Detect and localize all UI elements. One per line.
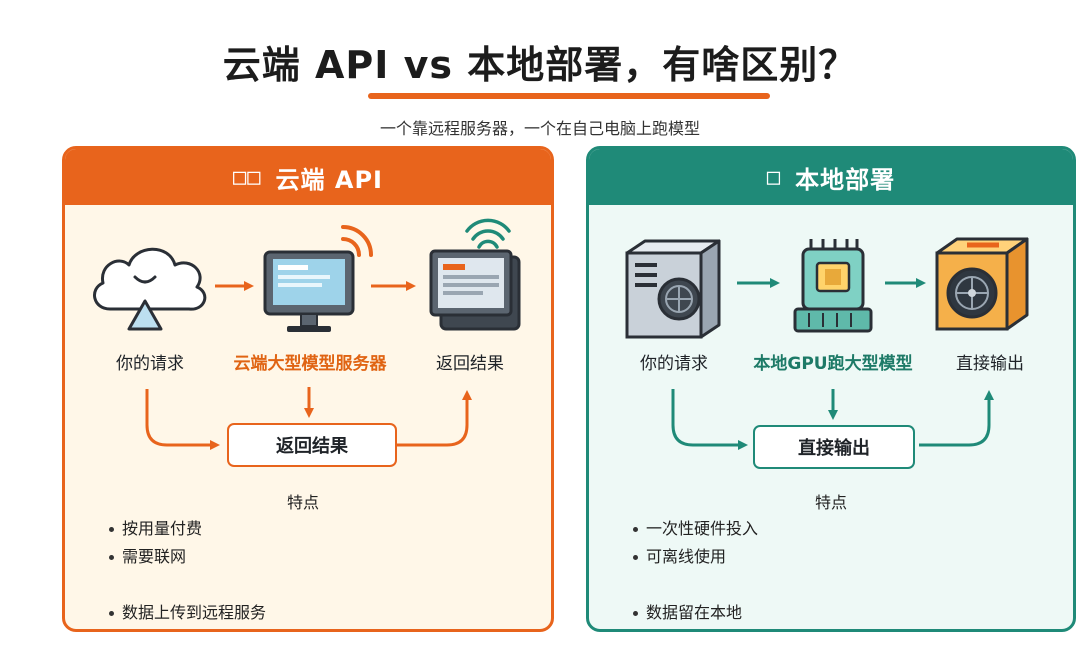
header-glyph: □□ — [233, 164, 262, 190]
node-return-result: 返回结果 — [436, 354, 504, 374]
monitor-server-icon — [263, 225, 373, 332]
title-underline — [368, 93, 770, 99]
result-box: 返回结果 — [227, 423, 397, 467]
local-deploy-panel: □ 本地部署 — [586, 146, 1076, 632]
cloud-api-panel: □□ 云端 API — [62, 146, 554, 632]
flow-arrow — [145, 389, 220, 450]
cloud-icon — [93, 247, 207, 331]
cloud-flow-diagram — [93, 218, 521, 450]
features-title: 特点 — [287, 493, 320, 512]
flow-arrow — [671, 389, 748, 450]
result-box: 直接输出 — [753, 425, 915, 469]
local-panel-title: 本地部署 — [795, 165, 896, 194]
page-subtitle: 一个靠远程服务器，一个在自己电脑上跑模型 — [379, 119, 700, 138]
feature-item: 数据留在本地 — [633, 599, 742, 623]
node-your-request: 你的请求 — [116, 354, 184, 374]
cloud-panel-title: 云端 API — [275, 165, 383, 194]
feature-item: 可离线使用 — [633, 543, 726, 567]
node-cloud-server: 云端大型模型服务器 — [233, 354, 387, 374]
local-panel-header: □ 本地部署 — [589, 149, 1073, 205]
feature-item: 一次性硬件投入 — [633, 515, 758, 539]
flow-arrow — [919, 390, 994, 447]
computer-wifi-icon — [429, 218, 521, 331]
server-tower-icon — [625, 239, 721, 339]
node-your-request: 你的请求 — [640, 354, 708, 374]
node-direct-output: 直接输出 — [956, 354, 1024, 374]
box-fan-icon — [935, 237, 1029, 331]
header-glyph: □ — [766, 164, 782, 190]
feature-item: 数据上传到远程服务 — [109, 599, 266, 623]
feature-item: 按用量付费 — [109, 515, 202, 539]
node-local-gpu: 本地GPU跑大型模型 — [753, 354, 913, 374]
feature-item: 需要联网 — [109, 543, 186, 567]
page-title: 云端 API vs 本地部署，有啥区别？ — [222, 43, 858, 87]
flow-arrow — [397, 390, 472, 447]
cloud-panel-header: □□ 云端 API — [65, 149, 551, 205]
gpu-chip-icon — [793, 239, 873, 333]
local-flow-diagram — [625, 237, 1029, 450]
features-title: 特点 — [815, 493, 848, 512]
